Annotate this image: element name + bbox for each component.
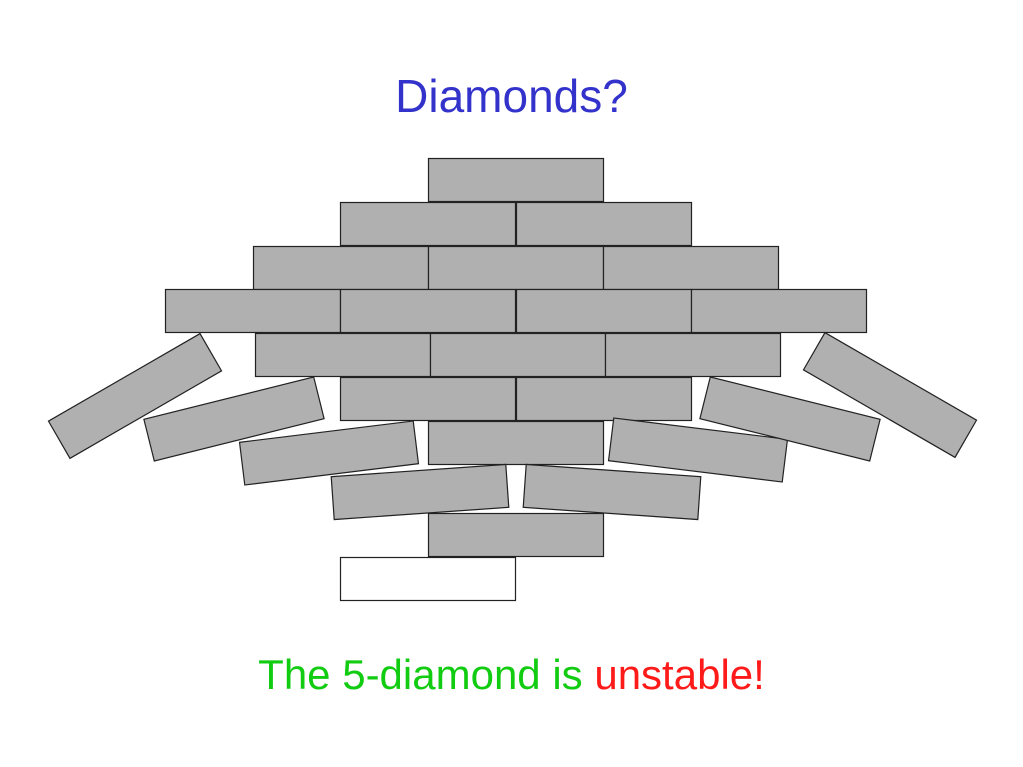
stacked-brick [604,332,782,378]
stacked-brick-shape [427,245,605,291]
empty-brick-slot [339,556,517,602]
stacked-brick-shape [252,245,430,291]
stacked-brick [427,512,605,558]
stacked-brick-shape [164,288,342,334]
stacked-brick [429,332,607,378]
tilted-brick [522,463,702,521]
stacked-brick [515,288,693,334]
stacked-brick [427,157,605,203]
stacked-brick [254,332,432,378]
stacked-brick-shape [339,288,517,334]
stacked-brick [164,288,342,334]
caption-emphasis-text: unstable! [594,651,765,698]
stacked-brick-shape [427,157,605,203]
empty-brick-slot-shape [339,556,517,602]
stacked-brick [427,245,605,291]
tilted-brick [699,376,881,462]
stacked-brick-shape [339,376,517,422]
tilted-brick-shape [238,420,420,486]
stacked-brick [339,288,517,334]
tilted-brick-shape [699,376,881,462]
tilted-brick [607,417,789,483]
tilted-brick [143,376,325,462]
tilted-brick-shape [47,332,223,460]
stacked-brick-shape [604,332,782,378]
stacked-brick-shape [515,288,693,334]
stacked-brick [602,245,780,291]
stacked-brick [515,376,693,422]
slide-title: Diamonds? [395,70,628,122]
stacked-brick-shape [602,245,780,291]
stacked-brick [339,376,517,422]
tilted-brick-shape [330,463,510,521]
stacked-brick [339,201,517,247]
tilted-brick-shape [607,417,789,483]
tilted-brick [802,331,978,459]
caption: The 5-diamond is unstable! [0,647,1023,703]
caption-main-text: The 5-diamond is [258,651,595,698]
stacked-brick-shape [515,201,693,247]
stacked-brick [690,288,868,334]
tilted-brick [47,332,223,460]
stacked-brick [252,245,430,291]
stacked-brick-shape [429,332,607,378]
tilted-brick-shape [143,376,325,462]
stacked-brick-shape [690,288,868,334]
tilted-brick [238,420,420,486]
tilted-brick-shape [802,331,978,459]
stacked-brick-shape [427,512,605,558]
stacked-brick-shape [427,420,605,466]
stacked-brick-shape [515,376,693,422]
tilted-brick [330,463,510,521]
tilted-brick-shape [522,463,702,521]
stacked-brick-shape [339,201,517,247]
stacked-brick [427,420,605,466]
stacked-brick [515,201,693,247]
stacked-brick-shape [254,332,432,378]
